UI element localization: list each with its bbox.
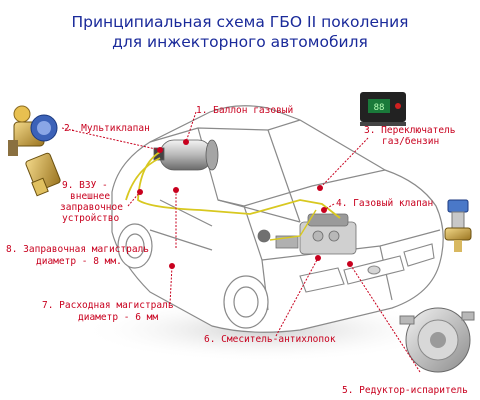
dot-mixer: [315, 255, 321, 261]
fuel-switch-display: 88: [374, 103, 385, 113]
diagram-title-line-2: для инжекторного автомобиля: [112, 33, 368, 51]
label-filling-line-line-1: 8. Заправочная магистраль: [6, 244, 149, 255]
label-filler-line-2: внешнее: [70, 191, 111, 202]
dot-fuel-line: [169, 263, 175, 269]
gas-cylinder: [153, 139, 219, 171]
car-front: [299, 243, 435, 293]
headlight-right: [403, 243, 435, 267]
dot-gas-valve: [321, 207, 327, 213]
dot-filler: [137, 189, 143, 195]
filler-valve-image: [25, 152, 61, 197]
label-mixer: 6. Смеситель-антихлопок: [204, 334, 336, 345]
label-multivalve: 2. Мультиклапан: [64, 123, 150, 134]
multivalve-image: [8, 105, 58, 156]
diagram-title-line-1: Принципиальная схема ГБО II поколения: [71, 13, 409, 31]
label-gas-valve: 4. Газовый клапан: [336, 198, 434, 209]
dot-filling-line: [173, 187, 179, 193]
car-badge: [367, 265, 381, 275]
leader-lines: [61, 111, 421, 373]
gas-valve-image: [444, 199, 472, 252]
dot-gas-cylinder: [183, 139, 189, 145]
headlight-left: [299, 267, 345, 293]
dot-reducer: [347, 261, 353, 267]
dot-switch: [317, 185, 323, 191]
label-filler-line-4: устройство: [62, 213, 120, 224]
label-filler-line-3: заправочное: [60, 202, 123, 213]
label-fuel-line-line-1: 7. Расходная магистраль: [42, 300, 174, 311]
gas-line: [137, 151, 341, 219]
label-gas-cylinder: 1. Баллон газовый: [196, 105, 294, 116]
label-fuel-line-line-2: диаметр - 6 мм: [78, 312, 159, 323]
reducer-image: [399, 307, 475, 373]
label-filler-line-1: 9. ВЗУ -: [62, 180, 108, 191]
dot-multivalve: [157, 147, 163, 153]
fuel-switch-image: 88: [360, 92, 406, 126]
label-switch-line-2: газ/бензин: [382, 136, 440, 147]
label-reducer: 5. Редуктор-испаритель: [342, 385, 468, 396]
label-filling-line-line-2: диаметр - 8 мм.: [36, 256, 122, 267]
car-wheels: [117, 223, 269, 329]
gas-line-2: [269, 209, 317, 241]
filling-line: [125, 157, 161, 201]
label-switch-line-1: 3. Переключатель: [364, 125, 456, 136]
